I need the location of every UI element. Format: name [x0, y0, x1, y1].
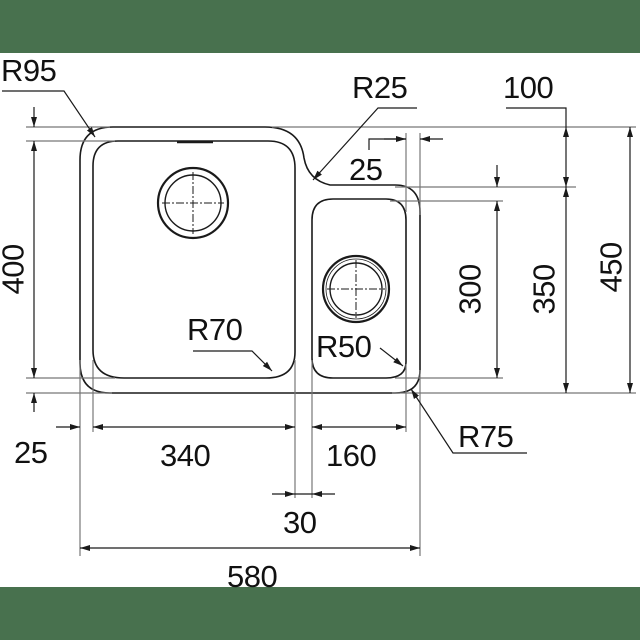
extension-lines — [26, 126, 636, 556]
label-450: 450 — [593, 242, 629, 293]
label-r70: R70 — [187, 312, 243, 347]
top-band — [0, 0, 640, 53]
label-580: 580 — [227, 559, 278, 594]
label-30: 30 — [283, 505, 317, 540]
label-r75: R75 — [458, 419, 514, 454]
label-r95: R95 — [1, 53, 57, 88]
dimension-lines — [31, 107, 633, 551]
label-r50: R50 — [316, 329, 372, 364]
label-160: 160 — [326, 438, 377, 473]
label-25-rim: 25 — [14, 435, 48, 470]
radius-leaders — [2, 90, 527, 454]
label-340: 340 — [160, 438, 211, 473]
small-bowl-inner — [311, 198, 407, 379]
bottom-band — [0, 587, 640, 640]
label-25-notch: 25 — [349, 152, 383, 187]
label-350: 350 — [526, 264, 562, 315]
main-bowl-inner — [92, 140, 296, 379]
small-drain — [321, 254, 391, 324]
main-drain — [156, 166, 230, 240]
label-r25: R25 — [352, 70, 408, 105]
label-100: 100 — [503, 70, 554, 105]
label-400: 400 — [0, 244, 31, 295]
label-300: 300 — [452, 264, 488, 315]
